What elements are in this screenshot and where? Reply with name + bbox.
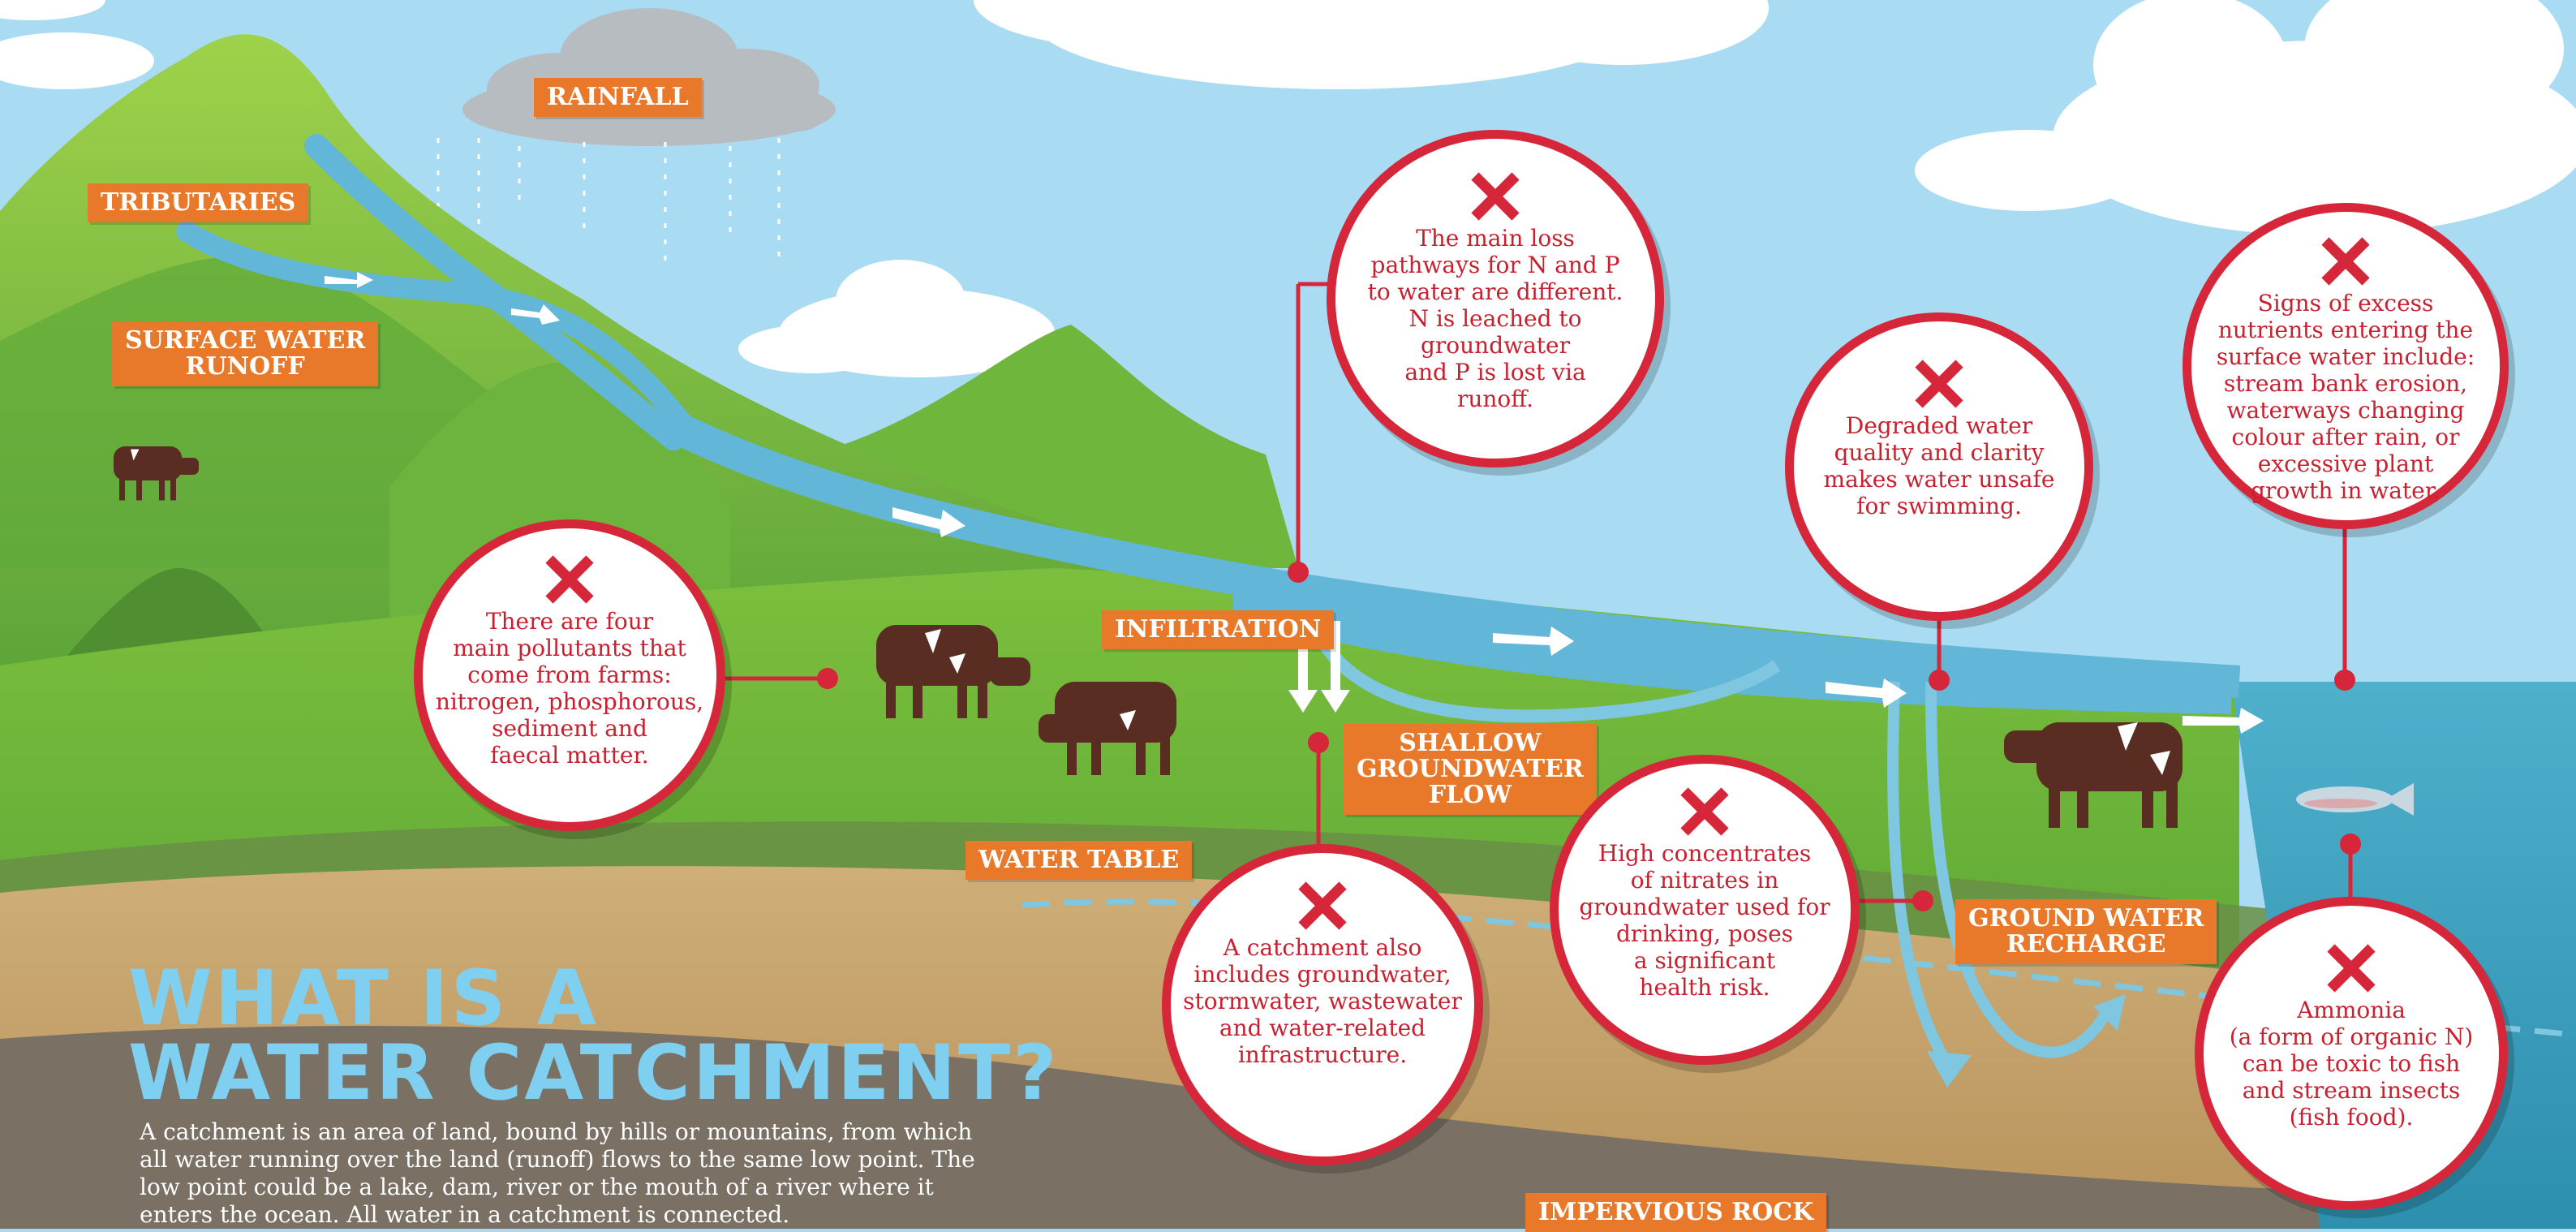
recharge-arrowhead-left [1927, 1051, 1972, 1088]
river [658, 407, 2241, 698]
pollutants-text: There are four main pollutants that come… [435, 608, 704, 769]
connector-dots [817, 562, 2361, 911]
degraded-water-bubble: Degraded water quality and clarity makes… [1785, 312, 2093, 621]
cross-icon [1471, 172, 1520, 221]
shallow-flow-label: SHALLOW GROUNDWATER FLOW [1344, 724, 1597, 815]
cloud-middle [738, 260, 1055, 377]
cross-icon [1298, 881, 1347, 930]
cross-icon [1680, 787, 1729, 836]
connector-lines [714, 282, 2353, 903]
shallow-flow-arrow [1317, 637, 1781, 723]
infiltration-label: INFILTRATION [1102, 610, 1335, 649]
impervious-rock-label: IMPERVIOUS ROCK [1525, 1193, 1827, 1232]
ammonia-text: Ammonia (a form of organic N) can be tox… [2229, 997, 2474, 1131]
recharge-arrow-left [1887, 681, 1952, 1066]
tributaries-label: TRIBUTARIES [88, 183, 309, 222]
recharge-arrow-right [1925, 681, 2115, 1058]
catchment-includes-text: A catchment also includes groundwater, s… [1183, 934, 1462, 1068]
nitrates-bubble: High concentrates of nitrates in groundw… [1550, 755, 1860, 1065]
cross-icon [2327, 944, 2376, 993]
cloud-left [0, 0, 154, 89]
recharge-arrowhead-right [2093, 994, 2126, 1031]
rain-drops [437, 138, 781, 268]
cow-icon [876, 625, 1030, 718]
pollutants-bubble: There are four main pollutants that come… [414, 519, 725, 831]
page-title: WHAT IS A WATER CATCHMENT? [128, 954, 1060, 1118]
excess-nutrients-bubble: Signs of excess nutrients entering the s… [2183, 203, 2509, 529]
catchment-includes-bubble: A catchment also includes groundwater, s… [1162, 844, 1483, 1165]
fish-icon [2296, 783, 2414, 816]
cloud-top [974, 0, 1769, 89]
recharge-label: GROUND WATER RECHARGE [1955, 899, 2217, 964]
cross-icon [545, 555, 594, 604]
flow-arrows [325, 272, 2264, 734]
cloud-right [1915, 0, 2576, 235]
cow-icon [2004, 722, 2183, 828]
river-plain [1233, 584, 2231, 714]
loss-pathways-bubble: The main loss pathways for N and P to wa… [1327, 130, 1664, 467]
nitrates-text: High concentrates of nitrates in groundw… [1579, 840, 1830, 1001]
degraded-water-text: Degraded water quality and clarity makes… [1823, 412, 2055, 519]
loss-pathways-text: The main loss pathways for N and P to wa… [1367, 225, 1623, 412]
tributary-lower [176, 221, 692, 433]
description: A catchment is an area of land, bound by… [140, 1118, 975, 1228]
cross-icon [1915, 360, 1963, 408]
excess-nutrients-text: Signs of excess nutrients entering the s… [2216, 290, 2475, 504]
water-table-label: WATER TABLE [965, 841, 1193, 880]
rainfall-label: RAINFALL [534, 78, 702, 117]
cross-icon [2321, 237, 2370, 286]
surface-runoff-label: SURFACE WATER RUNOFF [112, 321, 379, 386]
cow-icon [114, 446, 199, 501]
ammonia-bubble: Ammonia (a form of organic N) can be tox… [2195, 897, 2508, 1210]
cow-icon [1039, 682, 1176, 775]
